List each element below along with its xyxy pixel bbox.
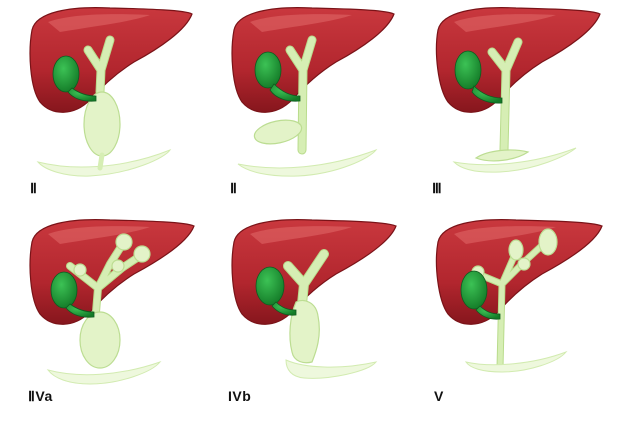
gallbladder	[254, 51, 301, 102]
panel-type-1: Ⅱ	[0, 0, 210, 211]
intrahepatic-cysts	[73, 233, 151, 277]
gallbladder	[454, 50, 503, 104]
duodenum	[452, 147, 577, 173]
type-label: ⅡVa	[28, 388, 53, 404]
panel-type-2: Ⅱ	[208, 0, 418, 211]
gallbladder	[255, 266, 297, 316]
intrahepatic-cysts	[471, 228, 558, 279]
bile-ducts	[487, 37, 523, 155]
duodenum	[285, 359, 378, 379]
bile-ducts	[83, 35, 115, 97]
type-label: Ⅱ	[30, 180, 38, 196]
bile-ducts	[66, 238, 144, 316]
type-3-illustration	[435, 7, 601, 173]
type-1-illustration	[29, 7, 193, 177]
type-label: IVb	[228, 388, 252, 404]
panel-type-5: V	[416, 212, 626, 423]
duodenum	[46, 360, 162, 385]
liver	[435, 7, 601, 113]
liver	[435, 219, 603, 325]
panel-type-4b: IVb	[208, 212, 418, 423]
cbd-cyst	[83, 91, 121, 157]
duodenum	[464, 350, 568, 373]
gallbladder	[50, 271, 95, 318]
liver	[231, 7, 395, 113]
type-label: Ⅲ	[432, 180, 443, 196]
type-label: Ⅱ	[230, 180, 238, 196]
choledochocele	[474, 149, 530, 162]
type-2-illustration	[231, 7, 395, 177]
bile-ducts	[285, 35, 317, 155]
type-label: V	[434, 388, 444, 404]
cbd-cyst	[289, 299, 320, 364]
duodenum	[237, 148, 378, 177]
gallbladder	[52, 55, 97, 102]
duodenum	[36, 148, 172, 177]
cbd-cyst	[79, 311, 121, 369]
gallbladder	[460, 270, 501, 320]
type-4b-illustration	[231, 219, 397, 379]
diverticulum-cyst	[253, 119, 303, 145]
type-4a-illustration	[29, 219, 195, 385]
panel-type-3: Ⅲ	[416, 0, 626, 211]
type-5-illustration	[435, 219, 603, 373]
panel-type-4a: ⅡVa	[0, 212, 210, 423]
